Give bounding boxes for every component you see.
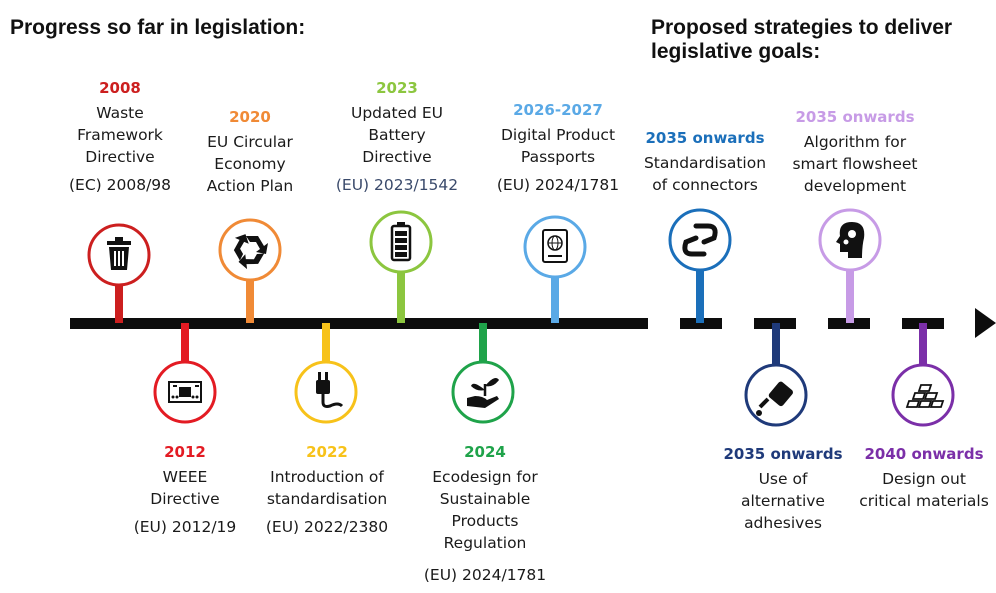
strategy-adhesives: 2035 onwards Use of alternative adhesive… [708, 444, 858, 534]
event-2008-ref: (EC) 2008/98 [68, 176, 172, 194]
event-2024-year: 2024 [464, 443, 506, 461]
event-2012-year: 2012 [164, 443, 206, 461]
timeline-bar [70, 318, 648, 329]
marker-circle-e2008 [87, 223, 151, 287]
trash-bin-icon [107, 237, 131, 270]
marker-e2012 [153, 323, 217, 424]
marker-circle-e2020 [218, 218, 282, 282]
brain-gears-icon [836, 222, 865, 258]
marker-circle-s3 [818, 208, 882, 272]
timeline-dash-1 [680, 318, 722, 329]
marker-circle-s1 [668, 208, 732, 272]
progress-heading: Progress so far in legislation: [10, 16, 306, 39]
marker-circle-e2012 [153, 360, 217, 424]
strategy-critical-materials: 2040 onwards Design out critical materia… [852, 444, 996, 512]
marker-circle-e2023 [369, 210, 433, 274]
strategy-critical-materials-year: 2040 onwards [864, 445, 984, 463]
event-2026-ref: (EU) 2024/1781 [496, 176, 620, 194]
marker-circle-e2026 [523, 215, 587, 279]
battery-icon [390, 222, 412, 262]
event-2023-ref: (EU) 2023/1542 [335, 176, 459, 194]
marker-circle-e2022 [294, 360, 358, 424]
event-2026-year: 2026-2027 [513, 101, 603, 119]
strategy-algorithm: 2035 onwards Algorithm for smart flowshe… [780, 107, 930, 197]
strategy-adhesives-year: 2035 onwards [723, 445, 843, 463]
proposed-heading: Proposed strategies to deliver legislati… [651, 16, 991, 64]
marker-circle-s4 [891, 363, 955, 427]
timeline-dash-2 [754, 318, 796, 329]
strategy-adhesives-title: Use of alternative adhesives [741, 470, 825, 532]
event-2023-title: Updated EU Battery Directive [350, 104, 444, 166]
passport-icon [542, 229, 568, 263]
marker-e2023 [369, 210, 433, 323]
timeline-dash-3 [828, 318, 870, 329]
strategy-connectors: 2035 onwards Standardisation of connecto… [630, 128, 780, 196]
event-2024-ref: (EU) 2024/1781 [423, 566, 547, 584]
circuit-board-icon [168, 381, 202, 403]
adhesive-bottle-icon [756, 381, 793, 416]
marker-s4 [891, 323, 955, 427]
marker-e2020 [218, 218, 282, 323]
proposed-heading-text: Proposed strategies to deliver legislati… [651, 16, 953, 63]
event-2023-year: 2023 [376, 79, 418, 97]
marker-e2008 [87, 223, 151, 323]
event-2026: 2026-2027 Digital Product Passports (EU)… [478, 100, 638, 196]
event-2012-title: WEEE Directive [150, 468, 220, 508]
marker-circle-s2 [744, 363, 808, 427]
event-2022-year: 2022 [306, 443, 348, 461]
recycle-icon [233, 234, 268, 270]
event-2023: 2023 Updated EU Battery Directive (EU) 2… [322, 78, 472, 196]
event-2022-title: Introduction of standardisation [266, 468, 388, 508]
strategy-connectors-title: Standardisation of connectors [643, 154, 767, 194]
event-2026-title: Digital Product Passports [500, 126, 616, 166]
event-2012: 2012 WEEE Directive (EU) 2012/19 [110, 442, 260, 538]
timeline-arrow-head [975, 308, 996, 338]
event-2022-ref: (EU) 2022/2380 [265, 518, 389, 536]
event-2024-title: Ecodesign for Sustainable Products Regul… [432, 468, 538, 552]
strategy-algorithm-title: Algorithm for smart flowsheet developmen… [792, 133, 918, 195]
connector-link-icon [682, 223, 718, 257]
event-2022: 2022 Introduction of standardisation (EU… [252, 442, 402, 538]
marker-s1 [668, 208, 732, 323]
marker-s2 [744, 323, 808, 427]
timeline-dash-4 [902, 318, 944, 329]
event-2024: 2024 Ecodesign for Sustainable Products … [405, 442, 565, 586]
event-2008: 2008 Waste Framework Directive (EC) 2008… [40, 78, 200, 196]
event-2020: 2020 EU Circular Economy Action Plan [180, 107, 320, 197]
event-2020-year: 2020 [229, 108, 271, 126]
material-bars-icon [905, 384, 945, 408]
event-2012-ref: (EU) 2012/19 [133, 518, 237, 536]
strategy-critical-materials-title: Design out critical materials [859, 470, 989, 510]
hand-with-plant-icon [467, 378, 499, 408]
charging-plug-icon [316, 372, 344, 408]
marker-e2024 [451, 323, 515, 424]
marker-circle-e2024 [451, 360, 515, 424]
strategy-algorithm-year: 2035 onwards [795, 108, 915, 126]
event-2008-title: Waste Framework Directive [77, 104, 163, 166]
event-2008-year: 2008 [99, 79, 141, 97]
marker-s3 [818, 208, 882, 323]
marker-e2026 [523, 215, 587, 323]
strategy-connectors-year: 2035 onwards [645, 129, 765, 147]
event-2020-title: EU Circular Economy Action Plan [206, 133, 294, 195]
marker-e2022 [294, 323, 358, 424]
